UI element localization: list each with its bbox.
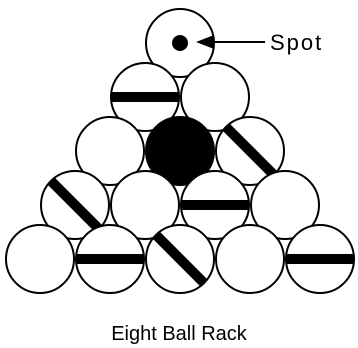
rack-ball-r4-3 [180, 170, 250, 240]
rack-ball-r5-5 [285, 224, 355, 294]
ball [215, 224, 285, 294]
ball-stripe [152, 231, 208, 287]
ball [75, 116, 145, 186]
ball [180, 62, 250, 132]
ball [250, 170, 320, 240]
rack-ball-r5-1 [5, 224, 75, 294]
rack-ball-r3-1 [75, 116, 145, 186]
ball [5, 224, 75, 294]
rack-ball-r2-2 [180, 62, 250, 132]
rack-ball-r5-2 [75, 224, 145, 294]
rack-ball-r3-3 [215, 116, 285, 186]
ball-stripe [222, 123, 278, 179]
rack-ball-r5-4 [215, 224, 285, 294]
rack-balls [5, 8, 355, 294]
eight-ball [145, 116, 215, 186]
rack-ball-r2-1 [110, 62, 180, 132]
spot-arrow [196, 35, 265, 49]
rack-ball-r3-2 [145, 116, 215, 186]
spot-dot [172, 35, 188, 51]
rack-ball-r4-2 [110, 170, 180, 240]
ball-stripe [47, 177, 103, 233]
spot-label: Spot [270, 30, 323, 55]
diagram-caption: Eight Ball Rack [111, 323, 248, 345]
rack-ball-r4-1 [40, 170, 110, 240]
rack-ball-r4-4 [250, 170, 320, 240]
rack-ball-r5-3 [145, 224, 215, 294]
ball [110, 170, 180, 240]
